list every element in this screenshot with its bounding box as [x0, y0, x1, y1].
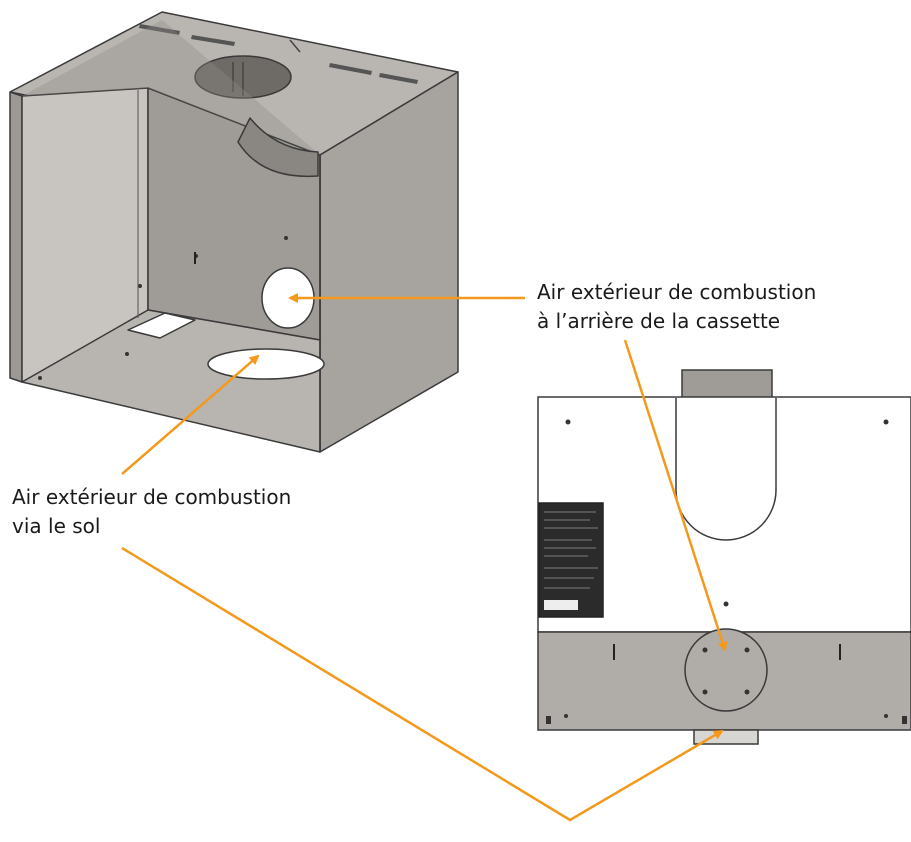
- floor-air-opening: [207, 348, 325, 380]
- label-rear-air-line1: Air extérieur de combustion: [537, 280, 817, 304]
- label-rear-air: Air extérieur de combustion à l’arrière …: [537, 278, 816, 336]
- label-floor-air-line2: via le sol: [12, 514, 101, 538]
- rating-plate: [538, 502, 604, 618]
- arrow-floor-to-housing: [121, 354, 260, 475]
- rear-intake-circle: [684, 628, 768, 712]
- flue-collar: [681, 369, 773, 399]
- cassette-front-view: [537, 369, 911, 745]
- u-cutout: [675, 398, 777, 541]
- callout-arrows: [121, 293, 728, 822]
- bottom-air-duct: [693, 729, 759, 745]
- top-vents: [139, 24, 418, 84]
- housing-3d: [9, 11, 459, 453]
- housing-left-side: [9, 91, 23, 383]
- arrow-floor-to-front-view: [121, 546, 724, 822]
- floor-rect-opening: [127, 312, 196, 339]
- label-rear-air-line2: à l’arrière de la cassette: [537, 309, 781, 333]
- label-floor-air: Air extérieur de combustion via le sol: [12, 483, 291, 541]
- arrow-rear-to-front-view: [623, 339, 728, 652]
- label-floor-air-line1: Air extérieur de combustion: [12, 485, 292, 509]
